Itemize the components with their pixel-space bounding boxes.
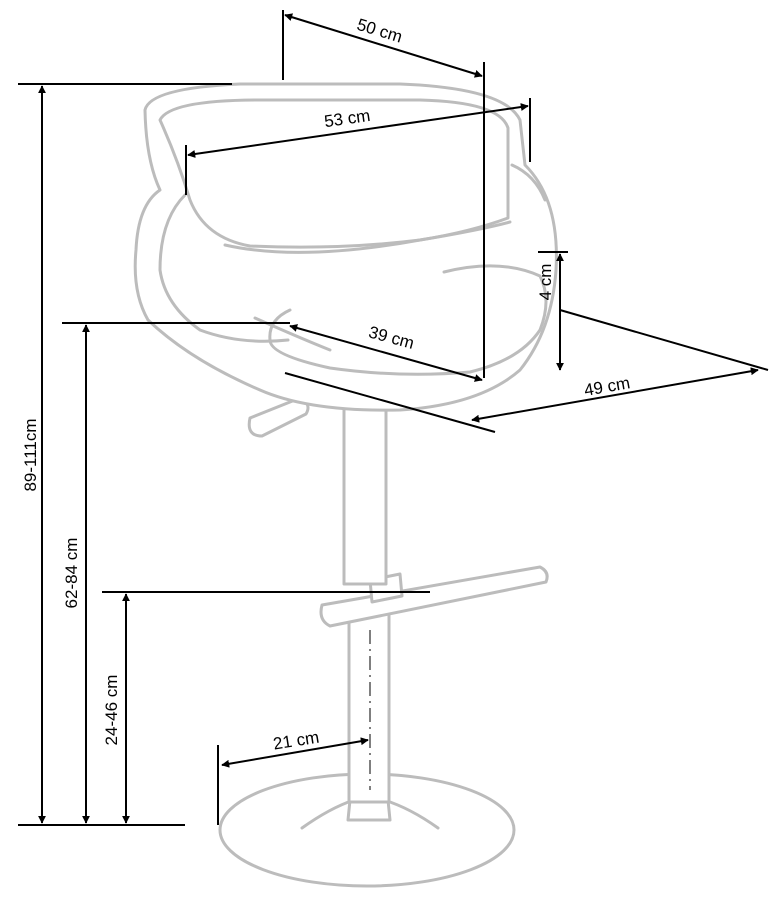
dimension-lines [18,10,769,826]
dim-line-total-depth [471,367,759,423]
label-total-depth: 49 cm [583,373,632,400]
label-total-height: 89-111cm [21,418,40,491]
label-seat-height: 62-84 cm [62,538,81,609]
label-seat-thickness: 4 cm [536,264,555,301]
dim-line-seat-depth [289,324,483,382]
gas-column-lower [347,610,391,804]
stool-illustration [133,82,558,888]
dimension-labels: 50 cm 53 cm 39 cm 4 cm 49 cm 89-111cm 62… [21,15,631,754]
gas-column-upper [342,396,388,586]
dim-line-seat-width [284,13,483,78]
footrest-bar [319,565,549,628]
label-seat-width: 50 cm [355,15,405,47]
side-panel-right [510,163,547,202]
dim-line-base-radius [221,737,369,768]
side-panel-left [158,193,290,343]
label-footrest-height: 24-46 cm [102,675,121,746]
dim-line-backrest-width [187,103,529,158]
